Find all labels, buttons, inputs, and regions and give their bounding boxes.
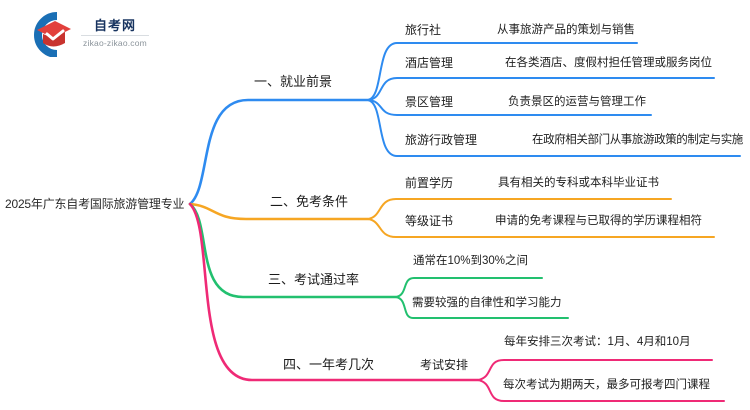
branch-4-label: 四、一年考几次 xyxy=(283,357,375,372)
branch-1-child-1-desc: 从事旅游产品的策划与销售 xyxy=(497,24,635,36)
branch-1-child-2-line xyxy=(367,77,715,101)
zikao-logo-icon xyxy=(34,12,71,57)
branch-4-child-1-desc: 每年安排三次考试：1月、4月和10月 xyxy=(504,336,691,348)
branch-1-child-3-keyword: 景区管理 xyxy=(405,95,454,109)
branch-2-label: 二、免考条件 xyxy=(270,194,349,209)
branch-2-child-2-keyword: 等级证书 xyxy=(405,214,454,228)
branch-3-child-2-line xyxy=(395,296,569,319)
branch-4-child-2-line xyxy=(477,379,725,402)
branch-3-child-2-desc: 需要较强的自律性和学习能力 xyxy=(412,297,562,309)
branch-3-child-1-desc: 通常在10%到30%之间 xyxy=(413,255,529,267)
branch-4-line xyxy=(188,202,480,382)
branch-4-child-2-desc: 每次考试为期两天，最多可报考四门课程 xyxy=(503,379,710,391)
logo-divider xyxy=(81,35,149,36)
branch-1-label: 一、就业前景 xyxy=(254,74,333,89)
branch-3-label: 三、考试通过率 xyxy=(268,272,360,287)
branch-2-child-2-line xyxy=(367,218,715,238)
branch-1-child-4-keyword: 旅游行政管理 xyxy=(405,133,478,147)
logo: 自考网 zikao-zikao.com xyxy=(26,9,149,57)
branch-1-child-4-desc: 在政府相关部门从事旅游政策的制定与实施 xyxy=(532,134,743,146)
branch-1-child-1-keyword: 旅行社 xyxy=(405,23,442,37)
branch-1-child-4-line xyxy=(367,99,741,157)
branch-2-child-1-keyword: 前置学历 xyxy=(405,176,454,190)
branch-3-child-1-line xyxy=(395,277,543,298)
branch-2-child-1-desc: 具有相关的专科或本科毕业证书 xyxy=(498,177,659,189)
branch-4-sub-label: 考试安排 xyxy=(420,358,469,372)
logo-title: 自考网 xyxy=(93,18,136,33)
branch-2-child-1-line xyxy=(367,198,672,220)
branch-1-line xyxy=(188,98,370,206)
branch-2-child-2-desc: 申请的免考课程与已取得的学历课程相符 xyxy=(495,215,702,227)
branch-2-line xyxy=(188,202,370,221)
logo-text: 自考网 zikao-zikao.com xyxy=(81,18,149,48)
branch-1-child-3-desc: 负责景区的运营与管理工作 xyxy=(508,96,646,108)
branch-1-child-2-keyword: 酒店管理 xyxy=(405,56,454,70)
branch-1-child-2-desc: 在各类酒店、度假村担任管理或服务岗位 xyxy=(505,57,712,69)
branch-4-child-1-line xyxy=(477,359,713,381)
logo-domain: zikao-zikao.com xyxy=(83,38,147,48)
branch-1-child-3-line xyxy=(367,99,652,116)
root-topic: 2025年广东自考国际旅游管理专业 xyxy=(5,197,185,211)
branch-1-child-1-line xyxy=(367,42,638,101)
